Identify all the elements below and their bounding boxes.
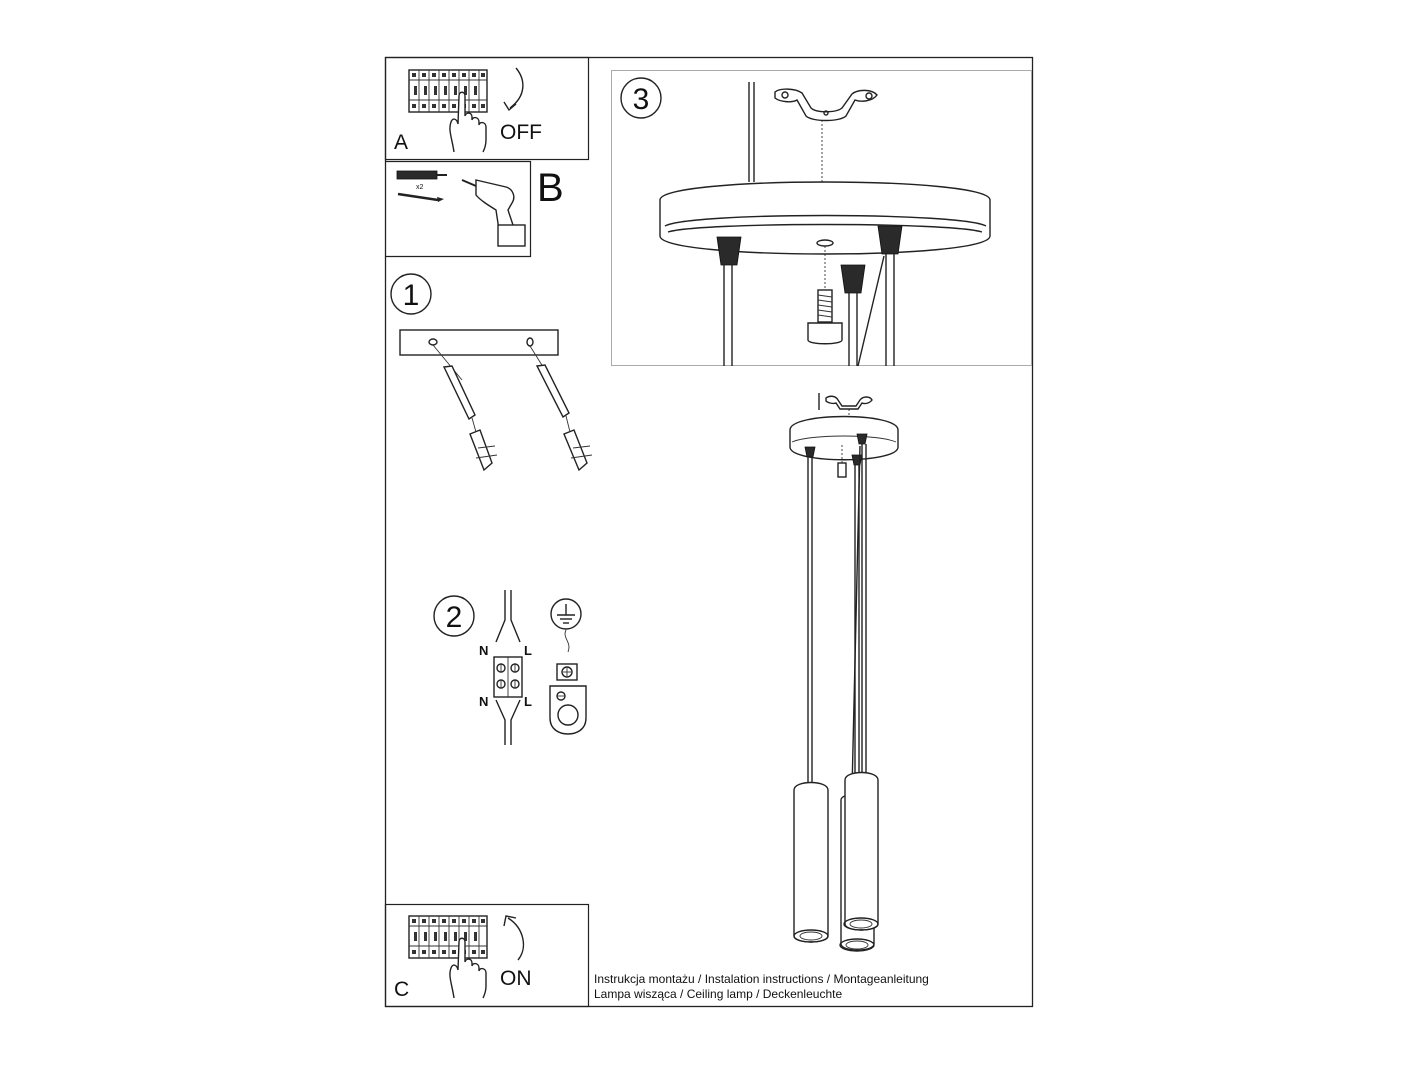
fuse-box-icon [408, 69, 488, 113]
screw-anchor-right [529, 345, 593, 472]
ceiling-canopy [659, 181, 991, 255]
lamp-tube-right [843, 771, 879, 931]
step-2: 2 N L N L [433, 590, 587, 745]
panel-c-letter: C [394, 978, 409, 1001]
terminal-block-icon [493, 656, 523, 698]
screw-anchor-left [432, 344, 498, 472]
wall-plug-icon [396, 170, 447, 180]
panel-c-caption: ON [500, 967, 532, 990]
cable-grip-mid [840, 264, 866, 366]
hand-pointer-icon [449, 91, 487, 153]
ground-terminal-icon [549, 663, 587, 735]
arrow-down-icon [509, 67, 524, 109]
step-2-number: 2 [446, 601, 463, 634]
label-l-bottom: L [524, 694, 532, 709]
panel-c: ON C [384, 903, 590, 1008]
plug-multiplier: x2 [416, 184, 424, 191]
footer-line-2: Lampa wisząca / Ceiling lamp / Deckenleu… [594, 987, 842, 1001]
cable-grip-right [857, 225, 903, 367]
label-n-bottom: N [479, 694, 488, 709]
hand-pointer-icon [449, 937, 487, 999]
panel-b-letter: B [537, 166, 564, 210]
step-1-number: 1 [403, 279, 420, 312]
arrow-up-icon [507, 917, 525, 961]
mounting-bar [399, 329, 559, 356]
step-3-detail: 3 [611, 70, 1032, 367]
panel-a: OFF A [384, 56, 590, 161]
ceiling-bracket [774, 88, 878, 122]
label-n-top: N [479, 643, 488, 658]
small-ceiling-bracket [825, 395, 873, 410]
panel-a-letter: A [394, 131, 408, 154]
screw-icon [807, 289, 843, 345]
lamp-tube-left [793, 781, 829, 943]
label-l-top: L [524, 643, 532, 658]
step-1-badge [390, 273, 432, 315]
step-3-number: 3 [633, 83, 650, 116]
drill-icon [461, 179, 526, 247]
screw-icon [397, 192, 444, 202]
earth-ground-icon [550, 598, 582, 630]
fuse-box-icon [408, 915, 488, 959]
step-3-badge [620, 77, 662, 119]
step-2-badge [433, 595, 475, 637]
footer-line-1: Instrukcja montażu / Instalation instruc… [594, 972, 929, 986]
pendant-lamp [789, 393, 899, 952]
panel-b: x2 B [385, 160, 564, 258]
panel-a-caption: OFF [500, 121, 542, 144]
cable-grip-left [716, 236, 742, 366]
step-1: 1 [390, 273, 593, 472]
